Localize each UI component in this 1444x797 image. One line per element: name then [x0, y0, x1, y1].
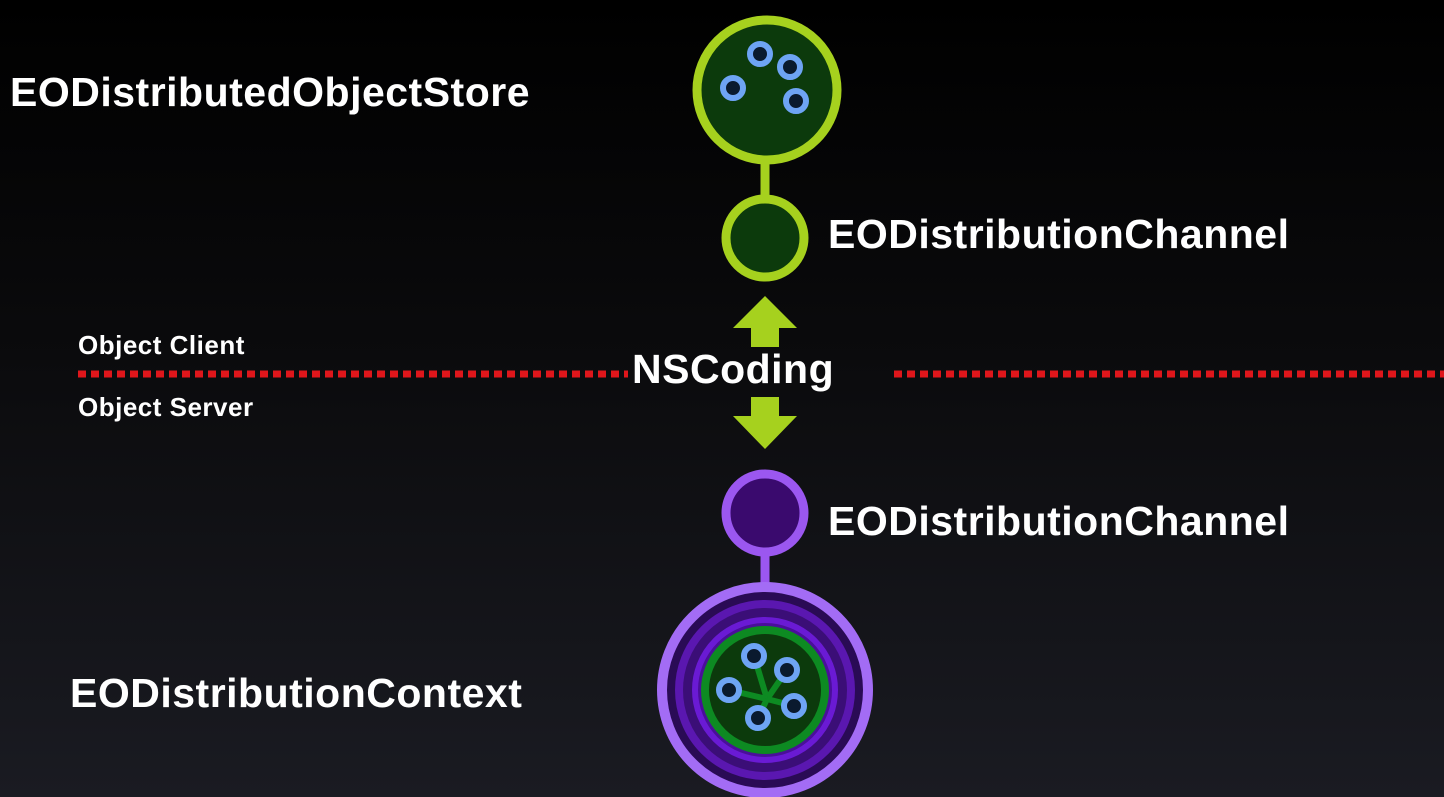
distribution-context-label: EODistributionContext — [70, 670, 523, 716]
arrow-down-icon — [733, 397, 797, 449]
server-channel-node — [721, 469, 809, 557]
object-server-label: Object Server — [78, 392, 254, 422]
arrow-up-icon — [733, 296, 797, 347]
object-store-label: EODistributedObjectStore — [10, 69, 531, 115]
distribution-context-node — [657, 582, 873, 797]
object-graph-icon — [716, 643, 807, 731]
object-store-node — [692, 15, 842, 165]
nscoding-label: NSCoding — [632, 346, 835, 392]
client-channel-node — [721, 194, 809, 282]
object-icon — [720, 41, 809, 114]
server-channel-label: EODistributionChannel — [828, 498, 1290, 544]
client-channel-label: EODistributionChannel — [828, 211, 1290, 257]
object-client-label: Object Client — [78, 330, 245, 360]
